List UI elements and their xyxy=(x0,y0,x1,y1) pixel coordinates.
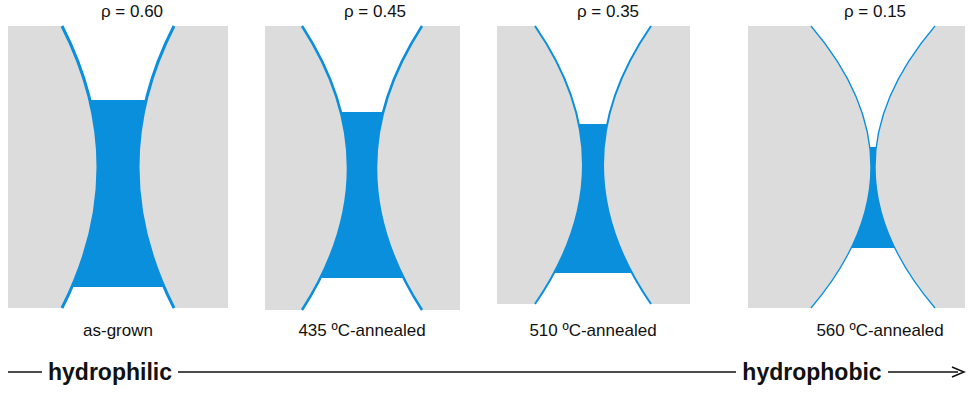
sample-label: 435 ºC-annealed xyxy=(294,321,429,341)
trend-label: hydrophobic xyxy=(736,359,887,385)
density-value: ρ = 0.35 xyxy=(573,2,643,22)
grain-left xyxy=(497,26,583,304)
water-film xyxy=(535,26,583,304)
water-film xyxy=(875,26,935,308)
pore-panels xyxy=(8,26,965,310)
water-film xyxy=(376,26,422,310)
sample-label: 510 ºC-annealed xyxy=(525,321,660,341)
water-film xyxy=(62,26,98,308)
trend-label: hydrophilic xyxy=(42,359,178,385)
grain-left xyxy=(265,26,348,310)
grain-left xyxy=(8,26,98,308)
water-film xyxy=(811,26,871,308)
grain-right xyxy=(875,26,965,308)
water-film xyxy=(138,26,174,308)
grain-right xyxy=(603,26,690,304)
density-value: ρ = 0.15 xyxy=(840,2,910,22)
water-film xyxy=(603,26,651,304)
density-value: ρ = 0.45 xyxy=(340,2,410,22)
grain-right xyxy=(376,26,460,310)
sample-label: 560 ºC-annealed xyxy=(812,321,947,341)
sample-label: as-grown xyxy=(79,321,157,341)
arrow-head xyxy=(952,367,964,377)
grain-right xyxy=(138,26,228,308)
density-value: ρ = 0.60 xyxy=(97,2,167,22)
grain-left xyxy=(748,26,871,308)
water-film xyxy=(302,26,348,310)
